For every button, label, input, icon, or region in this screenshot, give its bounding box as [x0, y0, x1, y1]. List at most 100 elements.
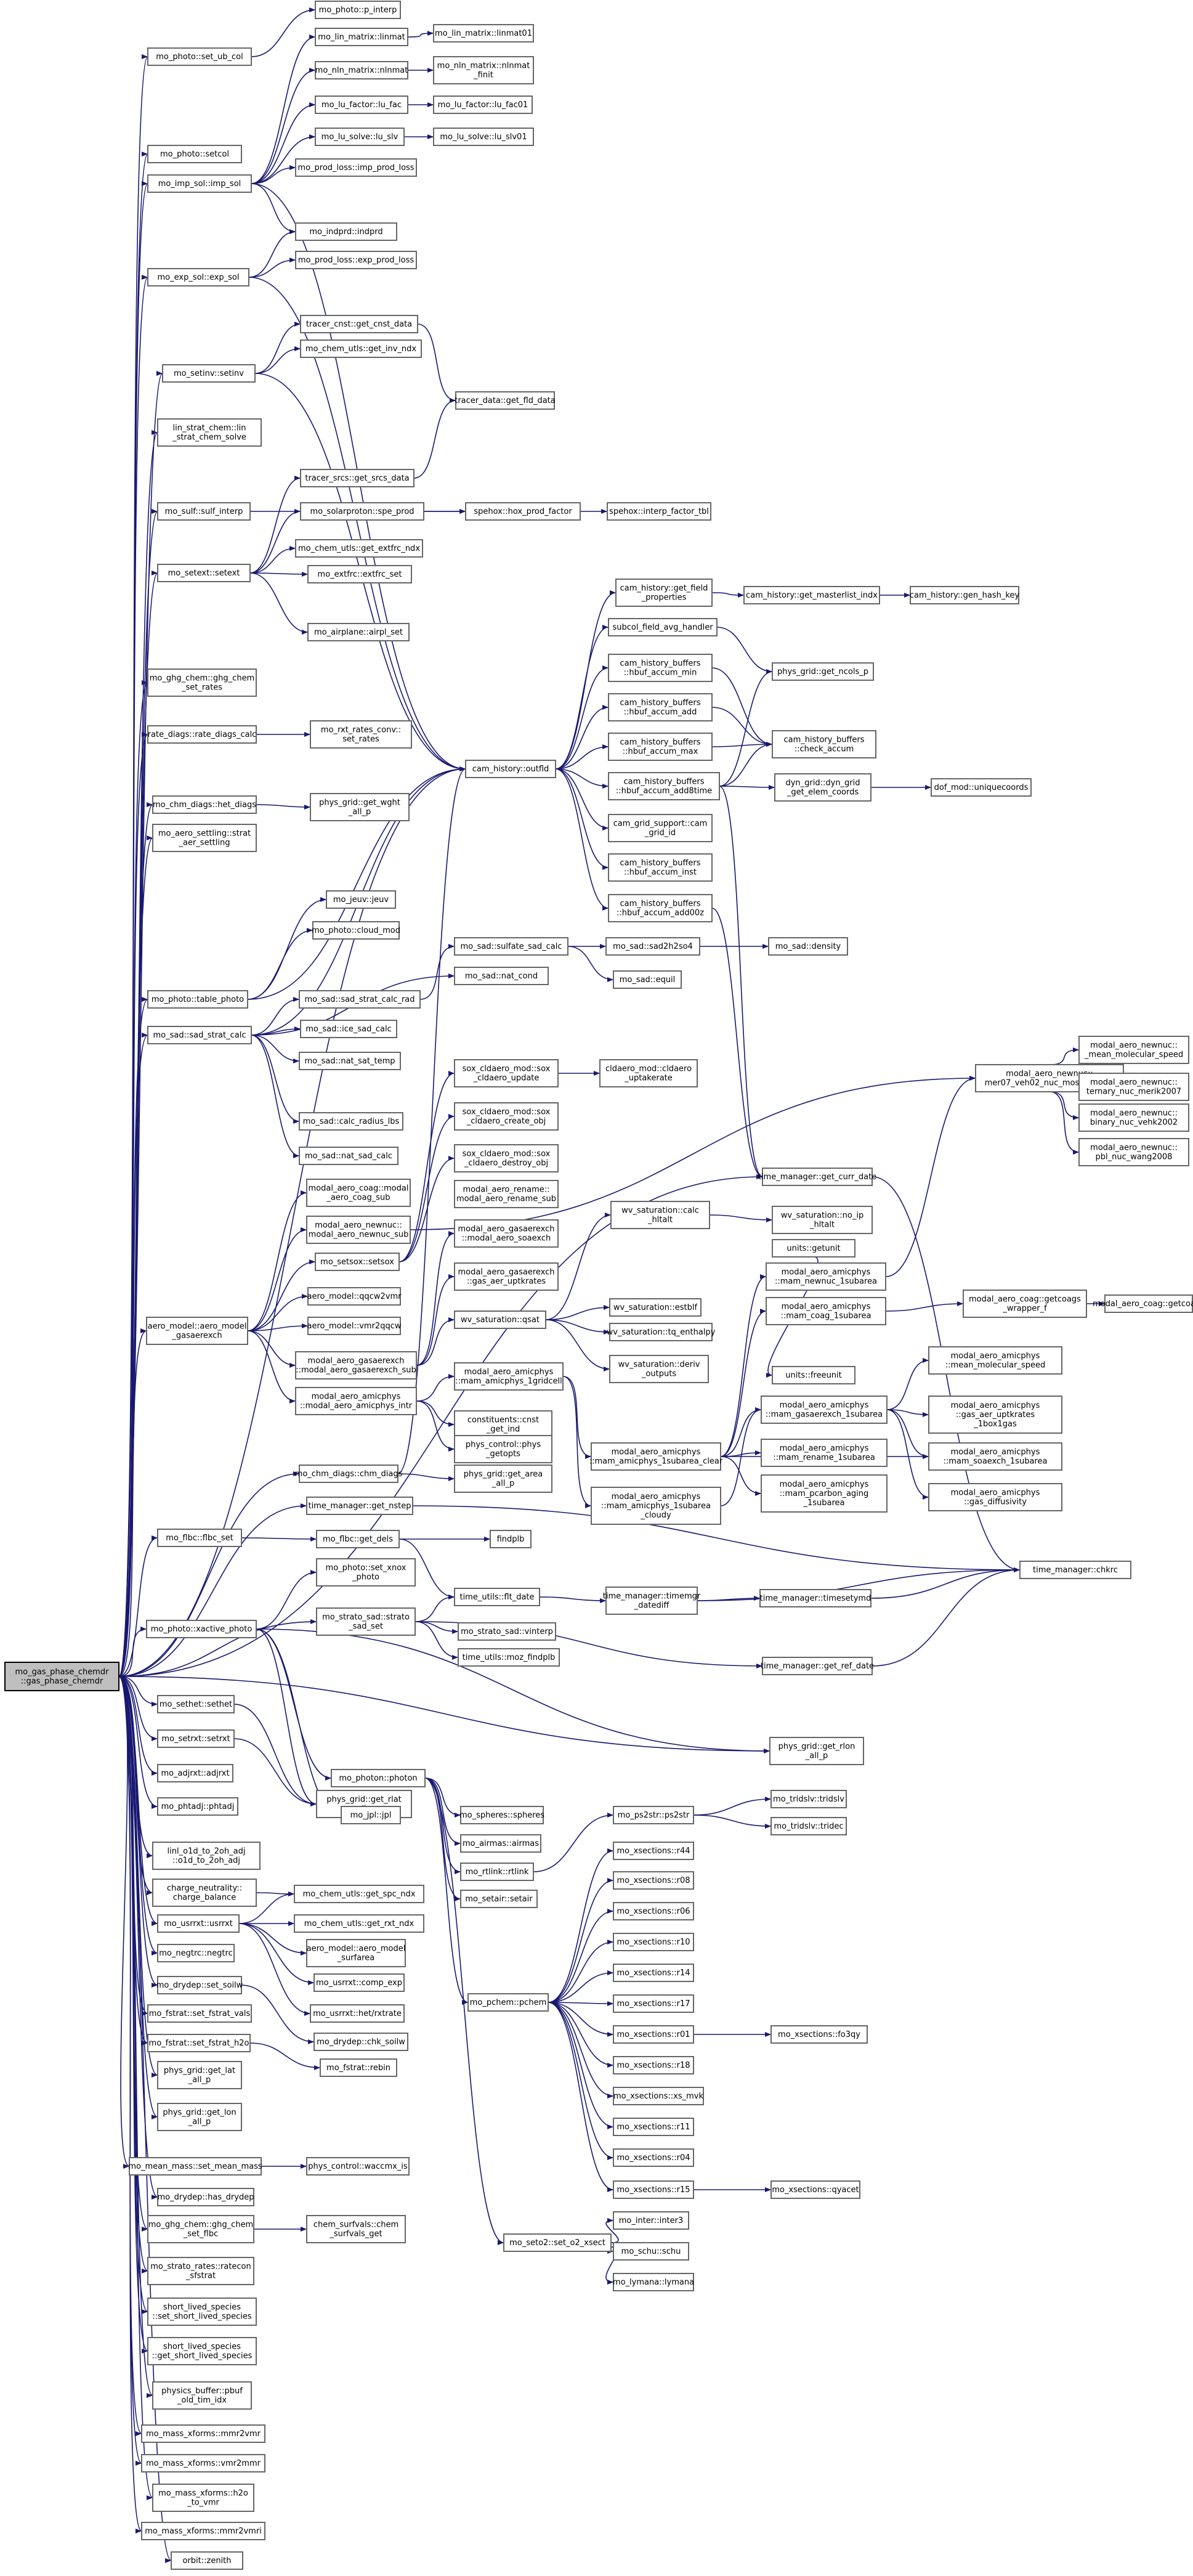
- node-mo-prod-loss-imp-prod-loss[interactable]: mo_prod_loss::imp_prod_loss: [295, 158, 417, 177]
- node-modal-aero-coag-getcoags[interactable]: modal_aero_coag::getcoags: [1093, 1294, 1193, 1313]
- node-modal-aero-amicphys-mam-pcarbon-aging-1subarea[interactable]: modal_aero_amicphys::mam_pcarbon_aging_1…: [761, 1474, 888, 1513]
- node-modal-aero-amicphys-mam-newnuc-1subarea[interactable]: modal_aero_amicphys::mam_newnuc_1subarea: [766, 1262, 886, 1291]
- node-aero-model-aero-model-surfarea[interactable]: aero_model::aero_model_surfarea: [306, 1939, 406, 1967]
- node-mo-chem-utls-get-extfrc-ndx[interactable]: mo_chem_utls::get_extfrc_ndx: [295, 539, 423, 558]
- node-mo-drydep-set-soilw[interactable]: mo_drydep::set_soilw: [156, 1976, 243, 1994]
- node-modal-aero-newnuc-mean-molecular-speed[interactable]: modal_aero_newnuc::_mean_molecular_speed: [1078, 1036, 1189, 1064]
- node-cam-history-buffers-hbuf-accum-inst[interactable]: cam_history_buffers::hbuf_accum_inst: [608, 853, 713, 882]
- node-mo-usrrxt-comp-exp[interactable]: mo_usrrxt::comp_exp: [313, 1973, 405, 1992]
- node-mo-sad-calc-radius-lbs[interactable]: mo_sad::calc_radius_lbs: [299, 1112, 403, 1131]
- node-mo-ps2str-ps2str[interactable]: mo_ps2str::ps2str: [613, 1806, 694, 1824]
- node-phys-grid-get-ncols-p[interactable]: phys_grid::get_ncols_p: [772, 662, 874, 681]
- node-spehox-hox-prod-factor[interactable]: spehox::hox_prod_factor: [465, 502, 581, 521]
- node-sox-cldaero-mod-sox-cldaero-update[interactable]: sox_cldaero_mod::sox_cldaero_update: [454, 1059, 559, 1087]
- node-wv-saturation-tq-enthalpy[interactable]: wv_saturation::tq_enthalpy: [607, 1323, 716, 1341]
- node-charge-neutrality-charge-balance[interactable]: charge_neutrality::charge_balance: [152, 1879, 257, 1907]
- node-dof-mod-uniquecoords[interactable]: dof_mod::uniquecoords: [931, 778, 1032, 797]
- node-wv-saturation-no-ip-hltalt[interactable]: wv_saturation::no_ip_hltalt: [772, 1206, 873, 1234]
- node-rate-diags-rate-diags-calc[interactable]: rate_diags::rate_diags_calc: [147, 725, 257, 744]
- node-subcol-field-avg-handler[interactable]: subcol_field_avg_handler: [608, 618, 718, 636]
- node-modal-aero-gasaerexch-modal-aero-gasaerexch-sub[interactable]: modal_aero_gasaerexch::modal_aero_gasaer…: [295, 1351, 417, 1379]
- node-mo-setrxt-setrxt[interactable]: mo_setrxt::setrxt: [157, 1729, 235, 1748]
- node-mo-xsections-r44[interactable]: mo_xsections::r44: [613, 1842, 694, 1860]
- node-mo-mean-mass-set-mean-mass[interactable]: mo_mean_mass::set_mean_mass: [128, 2157, 262, 2176]
- node-mo-chm-diags-het-diags[interactable]: mo_chm_diags::het_diags: [152, 795, 257, 814]
- node-cam-history-buffers-hbuf-accum-add[interactable]: cam_history_buffers::hbuf_accum_add: [608, 693, 713, 721]
- node-tracer-data-get-fld-data[interactable]: tracer_data::get_fld_data: [455, 391, 556, 410]
- node-mo-strato-sad-strato-sad-set[interactable]: mo_strato_sad::strato_sad_set: [316, 1607, 416, 1636]
- node-mo-setsox-setsox[interactable]: mo_setsox::setsox: [315, 1253, 400, 1271]
- node-mo-jeuv-jeuv[interactable]: mo_jeuv::jeuv: [326, 890, 396, 909]
- node-mo-phtadj-phtadj[interactable]: mo_phtadj::phtadj: [157, 1797, 238, 1816]
- node-mo-sethet-sethet[interactable]: mo_sethet::sethet: [157, 1695, 235, 1713]
- node-mo-sad-nat-sad-calc[interactable]: mo_sad::nat_sad_calc: [299, 1147, 398, 1165]
- node-phys-grid-get-rlon-all-p[interactable]: phys_grid::get_rlon_all_p: [769, 1737, 864, 1765]
- node-mo-flbc-get-dels[interactable]: mo_flbc::get_dels: [316, 1530, 400, 1548]
- node-mo-xsections-r14[interactable]: mo_xsections::r14: [613, 1964, 694, 1982]
- node-mo-photo-cloud-mod[interactable]: mo_photo::cloud_mod: [312, 921, 400, 940]
- node-mo-exp-sol-exp-sol[interactable]: mo_exp_sol::exp_sol: [147, 268, 249, 286]
- node-mo-chem-utls-get-spc-ndx[interactable]: mo_chem_utls::get_spc_ndx: [294, 1885, 424, 1903]
- node-phys-control-phys-getopts[interactable]: phys_control::phys_getopts: [454, 1435, 552, 1463]
- node-modal-aero-amicphys-mam-amicphys-1subarea-clear[interactable]: modal_aero_amicphys::mam_amicphys_1subar…: [589, 1442, 723, 1471]
- node-mo-prod-loss-exp-prod-loss[interactable]: mo_prod_loss::exp_prod_loss: [295, 251, 417, 269]
- node-modal-aero-amicphys-mam-coag-1subarea[interactable]: modal_aero_amicphys::mam_coag_1subarea: [766, 1297, 886, 1325]
- node-mo-inter-inter3[interactable]: mo_inter::inter3: [613, 2211, 689, 2230]
- node-modal-aero-amicphys-mam-amicphys-1subarea-cloudy[interactable]: modal_aero_amicphys::mam_amicphys_1subar…: [591, 1487, 721, 1525]
- node-mo-seto2-set-o2-xsect[interactable]: mo_seto2::set_o2_xsect: [503, 2233, 612, 2252]
- node-time-manager-get-nstep[interactable]: time_manager::get_nstep: [306, 1497, 413, 1515]
- node-mo-usrrxt-het-rxtrate[interactable]: mo_usrrxt::het/rxtrate: [310, 2004, 405, 2023]
- node-mo-sad-nat-sat-temp[interactable]: mo_sad::nat_sat_temp: [299, 1052, 401, 1070]
- node-mo-solarproton-spe-prod[interactable]: mo_solarproton::spe_prod: [300, 502, 424, 521]
- node-mo-chm-diags-chm-diags[interactable]: mo_chm_diags::chm_diags: [295, 1465, 403, 1483]
- node-aero-model-vmr2qqcw[interactable]: aero_model::vmr2qqcw: [307, 1317, 402, 1335]
- node-mo-xsections-qyacet[interactable]: mo_xsections::qyacet: [770, 2180, 860, 2199]
- node-chem-surfvals-chem-surfvals-get[interactable]: chem_surfvals::chem_surfvals_get: [306, 2215, 406, 2243]
- node-mo-xsections-r11[interactable]: mo_xsections::r11: [613, 2118, 694, 2136]
- node-time-manager-chkrc[interactable]: time_manager::chkrc: [1019, 1561, 1131, 1579]
- node-units-freeunit[interactable]: units::freeunit: [772, 1366, 855, 1384]
- node-sox-cldaero-mod-sox-cldaero-create-obj[interactable]: sox_cldaero_mod::sox_cldaero_create_obj: [454, 1102, 559, 1131]
- node-mo-lu-factor-lu-fac01[interactable]: mo_lu_factor::lu_fac01: [433, 95, 533, 114]
- node-mo-sad-density[interactable]: mo_sad::density: [768, 937, 848, 956]
- node-modal-aero-gasaerexch-gas-aer-uptkrates[interactable]: modal_aero_gasaerexch::gas_aer_uptkrates: [454, 1262, 559, 1291]
- node-mo-adjrxt-adjrxt[interactable]: mo_adjrxt::adjrxt: [157, 1764, 233, 1782]
- node-mo-ghg-chem-ghg-chem-set-rates[interactable]: mo_ghg_chem::ghg_chem_set_rates: [147, 668, 257, 697]
- node-units-getunit[interactable]: units::getunit: [772, 1239, 855, 1258]
- node-mo-rxt-rates-conv-set-rates[interactable]: mo_rxt_rates_conv::set_rates: [310, 720, 412, 749]
- node-mo-xsections-r18[interactable]: mo_xsections::r18: [613, 2056, 694, 2074]
- node-mo-sad-nat-cond[interactable]: mo_sad::nat_cond: [454, 967, 549, 985]
- node-mo-photo-xactive-photo[interactable]: mo_photo::xactive_photo: [146, 1620, 257, 1638]
- node-phys-grid-get-lat-all-p[interactable]: phys_grid::get_lat_all_p: [157, 2061, 242, 2089]
- node-mo-indprd-indprd[interactable]: mo_indprd::indprd: [295, 222, 397, 241]
- node-modal-aero-coag-getcoags-wrapper-f[interactable]: modal_aero_coag::getcoags_wrapper_f: [963, 1290, 1087, 1318]
- node-mo-sad-sad-strat-calc[interactable]: mo_sad::sad_strat_calc: [147, 1026, 252, 1044]
- node-mo-schu-schu[interactable]: mo_schu::schu: [613, 2242, 689, 2261]
- node-mo-photo-set-xnox-photo[interactable]: mo_photo::set_xnox_photo: [316, 1558, 416, 1587]
- node-mo-nln-matrix-nlnmat-finit[interactable]: mo_nln_matrix::nlnmat_finit: [433, 56, 534, 84]
- node-modal-aero-amicphys-mam-rename-1subarea[interactable]: modal_aero_amicphys::mam_rename_1subarea: [761, 1439, 888, 1467]
- node-mo-xsections-xs-mvk[interactable]: mo_xsections::xs_mvk: [613, 2087, 704, 2105]
- node-modal-aero-amicphys-gas-aer-uptkrates-1box1gas[interactable]: modal_aero_amicphys::gas_aer_uptkrates_1…: [928, 1396, 1062, 1434]
- node-modal-aero-newnuc-modal-aero-newnuc-sub[interactable]: modal_aero_newnuc::modal_aero_newnuc_sub: [306, 1216, 411, 1244]
- node-mo-sad-sad-strat-calc-rad[interactable]: mo_sad::sad_strat_calc_rad: [299, 990, 421, 1009]
- node-cam-history-get-masterlist-indx[interactable]: cam_history::get_masterlist_indx: [743, 586, 880, 604]
- node-cam-history-buffers-hbuf-accum-add00z[interactable]: cam_history_buffers::hbuf_accum_add00z: [608, 894, 713, 922]
- node-time-utils-flt-date[interactable]: time_utils::flt_date: [454, 1588, 540, 1606]
- node-mo-ghg-chem-ghg-chem-set-flbc[interactable]: mo_ghg_chem::ghg_chem_set_flbc: [147, 2215, 254, 2243]
- node-spehox-interp-factor-tbl[interactable]: spehox::interp_factor_tbl: [607, 502, 711, 521]
- node-mo-jpl-jpl[interactable]: mo_jpl::jpl: [341, 1806, 401, 1824]
- node-mo-rtlink-rtlink[interactable]: mo_rtlink::rtlink: [460, 1863, 534, 1881]
- node-mo-negtrc-negtrc[interactable]: mo_negtrc::negtrc: [157, 1944, 235, 1962]
- node-phys-grid-get-area-all-p[interactable]: phys_grid::get_area_all_p: [454, 1465, 552, 1493]
- node-cam-grid-support-cam-grid-id[interactable]: cam_grid_support::cam_grid_id: [608, 814, 713, 842]
- node-modal-aero-amicphys-mam-soaexch-1subarea[interactable]: modal_aero_amicphys::mam_soaexch_1subare…: [928, 1442, 1062, 1471]
- node-mo-fstrat-rebin[interactable]: mo_fstrat::rebin: [320, 2058, 397, 2077]
- node-mo-photo-set-ub-col[interactable]: mo_photo::set_ub_col: [147, 47, 252, 66]
- node-cam-history-buffers-check-accum[interactable]: cam_history_buffers::check_accum: [772, 730, 876, 758]
- node-time-utils-moz-findplb[interactable]: time_utils::moz_findplb: [458, 1648, 560, 1667]
- node-wv-saturation-qsat[interactable]: wv_saturation::qsat: [454, 1310, 546, 1329]
- node-phys-grid-get-wght-all-p[interactable]: phys_grid::get_wght_all_p: [310, 793, 410, 821]
- node-mo-xsections-r15[interactable]: mo_xsections::r15: [613, 2180, 694, 2199]
- node-wv-saturation-estblf[interactable]: wv_saturation::estblf: [609, 1298, 702, 1317]
